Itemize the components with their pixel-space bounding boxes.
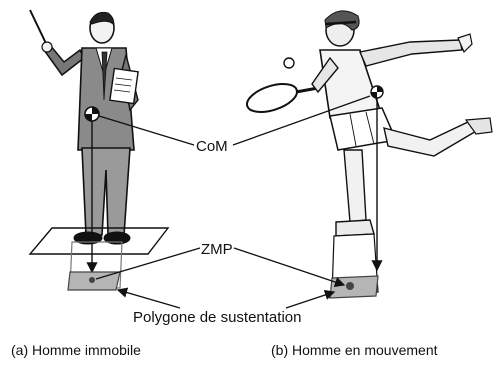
standing-man-figure: [28, 9, 170, 291]
com-leader-right: [232, 95, 371, 146]
tennis-ball: [283, 57, 295, 69]
com-label: CoM: [196, 138, 228, 155]
com-leader-left: [98, 115, 195, 146]
polygon-leader-left: [116, 287, 181, 309]
ground-plane: [28, 227, 170, 255]
support-polygon-left: [67, 241, 123, 291]
caption-a: (a) Homme immobile: [11, 342, 141, 358]
caption-b: (b) Homme en mouvement: [271, 342, 438, 358]
polygon-leader-right: [285, 289, 336, 309]
zmp-leader-left: [95, 247, 201, 280]
tennis-racket: [245, 83, 299, 113]
leader-lines: [95, 95, 371, 309]
support-polygon-right: [329, 233, 379, 299]
clipboard: [109, 67, 139, 105]
tennis-player-figure: [245, 10, 493, 299]
man-legs: [81, 147, 131, 236]
zmp-leader-right: [233, 247, 346, 288]
zmp-label: ZMP: [201, 241, 233, 258]
polygon-label: Polygone de sustentation: [133, 309, 301, 326]
